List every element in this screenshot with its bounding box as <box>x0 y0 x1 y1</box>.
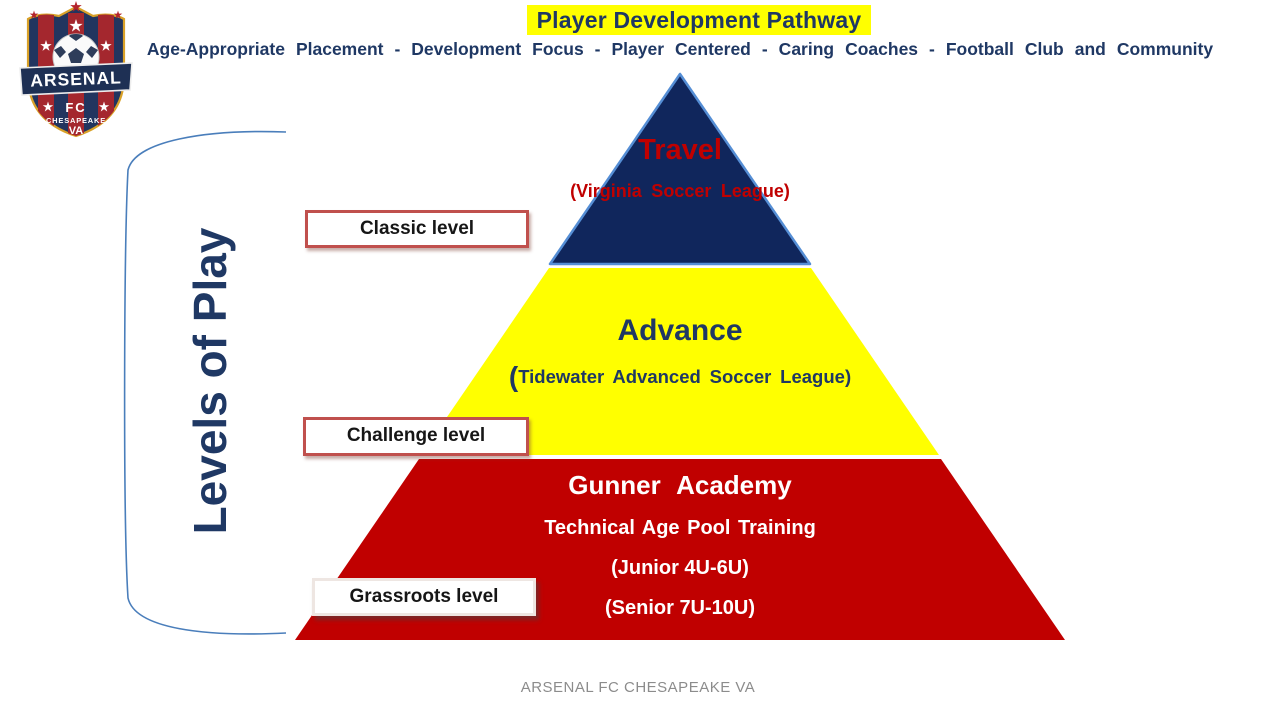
challenge-level-box: Challenge level <box>303 417 529 456</box>
advance-subtitle: (Tidewater Advanced Soccer League) <box>380 363 980 391</box>
logo-fc: FC <box>65 100 86 115</box>
travel-subtitle: (Virginia Soccer League) <box>570 181 790 201</box>
page-subtitle: Age-Appropriate Placement - Development … <box>146 39 1214 59</box>
levels-bracket-shape <box>123 130 287 635</box>
pyramid-advance-shape <box>421 268 939 455</box>
advance-title: Advance <box>617 314 743 347</box>
gunner-academy-line3: (Senior 7U-10U) <box>604 597 756 619</box>
club-crest-logo: ARSENAL FC CHESAPEAKE VA <box>19 1 133 138</box>
page-title: Player Development Pathway <box>399 5 999 35</box>
banner-ribbon: ARSENAL <box>19 62 133 96</box>
logo-club-name: ARSENAL <box>30 67 122 90</box>
advance-subtitle-text: Tidewater Advanced Soccer League) <box>518 366 852 387</box>
levels-of-play-label: Levels of Play <box>184 227 236 535</box>
logo-city: CHESAPEAKE <box>46 116 106 125</box>
grassroots-level-box: Grassroots level <box>312 578 536 616</box>
advance-subtitle-paren: ( <box>508 361 519 392</box>
logo-state: VA <box>69 125 84 137</box>
gunner-academy-line1: Technical Age Pool Training <box>544 517 816 539</box>
travel-title: Travel <box>638 134 722 166</box>
footer-text: ARSENAL FC CHESAPEAKE VA <box>520 679 756 696</box>
gunner-academy-line2: (Junior 4U-6U) <box>611 557 749 579</box>
classic-level-box: Classic level <box>305 210 529 248</box>
gunner-academy-title: Gunner Academy <box>568 470 792 500</box>
pyramid-travel-shape <box>548 72 812 266</box>
page-title-text: Player Development Pathway <box>526 5 872 35</box>
